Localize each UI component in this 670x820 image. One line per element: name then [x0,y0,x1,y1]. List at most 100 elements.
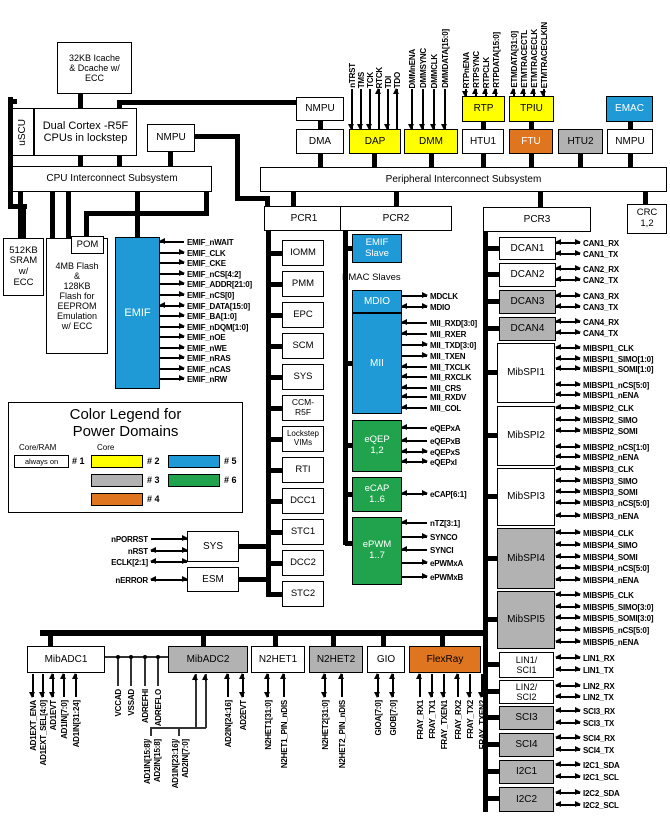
pin-label-wrap: AD1IN[31:24] [70,700,82,747]
pin-label: EMIF_nRAS [187,353,231,363]
pin-label: MIBSPI3_nENA [583,511,639,521]
pin-line [555,789,581,796]
pin-ETMDATA[31:0] [510,88,517,96]
block-ftu: FTU [509,129,553,154]
arrowhead-l [555,801,561,808]
arrowhead-d [441,124,448,130]
pin-N2HET2[31:0] [321,673,328,698]
bus-line [273,636,278,646]
arrowhead-l [401,319,407,326]
arrowhead-r [575,292,581,299]
block-mibspi1-label: MibSPI1 [507,367,545,379]
arrowhead-l [401,458,407,465]
arrowhead-r [575,344,581,351]
pin-label-wrap: AD2EVT [237,700,249,730]
arrowhead-l [555,789,561,796]
legend-always-on-swatch: always on [14,455,69,468]
arrowhead-d [440,692,447,698]
pin-MII_TXD[3:0]: MII_TXD[3:0] [402,338,476,352]
pin-label: MII_TXEN [430,351,466,361]
pin-line [555,734,581,741]
pin-line [160,259,185,266]
block-htu2-label: HTU2 [567,135,594,147]
pin-line [401,404,427,411]
pin-FRAY_TX1 [428,674,435,698]
block-mibadc2-label: MibADC2 [186,653,230,665]
pin-CAN2_RX: CAN2_RX [555,262,619,276]
pin-line [555,591,581,598]
bus-line [488,246,499,251]
arrowhead-l [401,384,407,391]
pin-label: FRAY_RX1 [415,700,425,740]
arrowhead-r [422,448,428,455]
bus-line [343,231,348,545]
pin-line [402,292,428,299]
pin-MIBSPI5_CLK: MIBSPI5_CLK [555,588,634,602]
bus-line [268,499,282,504]
arrowhead-u [60,673,67,679]
arrowhead-l [555,404,561,411]
pin-line [555,318,581,325]
arrowhead-u [374,673,381,679]
pin-line [402,352,428,359]
pin-label: EMIF_nCS[0] [187,290,235,300]
arrowhead-l [555,541,561,548]
block-dcan2-label: DCAN2 [510,269,545,281]
pin-line [555,666,581,673]
arrowhead-l [159,238,165,245]
pin-line [160,323,185,330]
block-dual-cortex-r5f-label: Dual Cortex -R5F [42,119,129,132]
pin-label: MIBSPI4_nCS[5:0] [583,563,650,573]
block-dcan3: DCAN3 [499,290,556,314]
block-emif-slave-label: Slave [365,247,389,259]
arrowhead-l [555,250,561,257]
pin-LIN1_RX: LIN1_RX [555,651,615,665]
legend-swatch-green [168,474,220,487]
block-peripheral-interconnect: Peripheral Interconnect Subsystem [260,167,667,192]
arrowhead-r [179,365,185,372]
pin-label-wrap: AD2IN[15:8] [151,739,163,782]
pin-label: SCI4_TX [583,745,615,755]
pin-label: MIBSPI1_nCS[5:0] [583,380,650,390]
block-uscu: uSCU [12,108,34,156]
pin-line [160,280,185,287]
pin-label: eQEPxA [430,423,461,433]
arrowhead-d [374,692,381,698]
pin-label: AD2EVT [238,700,248,731]
pin-line [160,291,185,298]
pin-label: AD2IN[15:8] [152,739,162,783]
pin-label: VCCAD [113,689,123,717]
pin-eQEPxA: eQEPxA [401,421,461,435]
bus-line [268,561,282,566]
bus-line [265,196,270,206]
arrowhead-l [401,303,407,310]
arrowhead-u [375,88,382,94]
pin-line [555,541,581,548]
arrowhead-d [264,692,271,698]
arrowhead-l [555,477,561,484]
arrowhead-r [575,773,581,780]
pin-MIBSPI4_CLK: MIBSPI4_CLK [555,526,634,540]
pin-line [555,614,581,621]
arrowhead-d [39,692,46,698]
bus-line [268,344,282,349]
block-mibspi4: MibSPI4 [497,528,555,589]
arrowhead-u [201,674,208,680]
pin-EMIF_DATA[15:0]: EMIF_DATA[15:0] [159,299,250,313]
pin-label: MII_TXD[3:0] [430,340,477,350]
pin-label: nPORRST [111,534,148,544]
block-lin2-sci2-label: SCI2 [516,692,537,702]
pin-line [555,239,581,246]
arrowhead-l [555,443,561,450]
arrowhead-r [422,458,428,465]
pin-MIBSPI4_nENA: MIBSPI4_nENA [555,573,639,587]
pin-GIOB[7:0] [389,673,396,698]
pin-line [555,265,581,272]
pin-CAN3_RX: CAN3_RX [555,289,619,303]
block-dcan4: DCAN4 [499,317,556,341]
arrowhead-r [575,541,581,548]
pin-ePWMxA: ePWMxA [402,556,463,570]
pin-label-wrap: RTPDATA[15:0] [490,0,502,88]
bus-line [40,630,488,636]
